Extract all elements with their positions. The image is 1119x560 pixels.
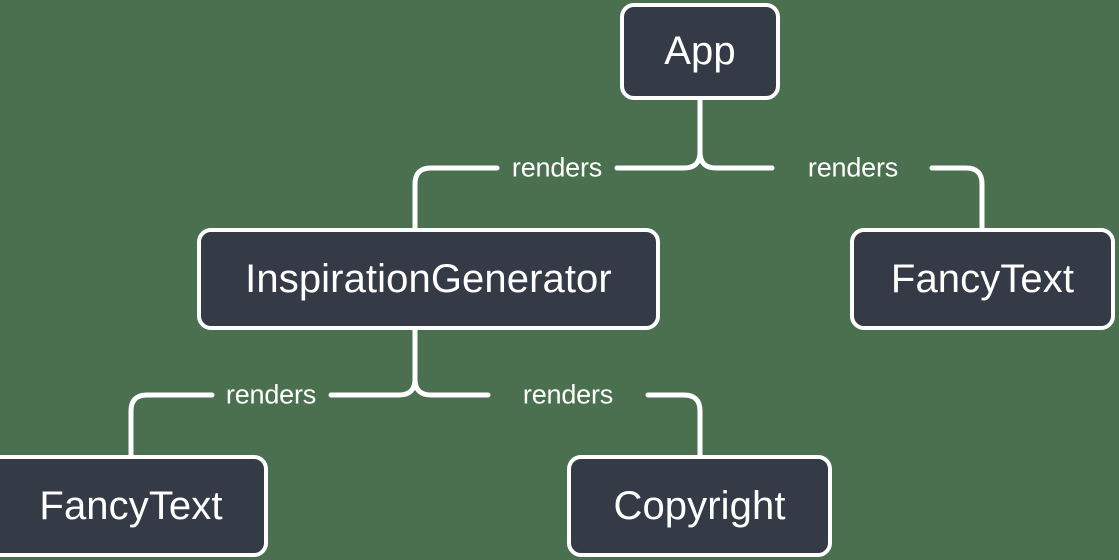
node-app[interactable]: App bbox=[620, 3, 780, 100]
edge-label-app-to-fancytext-right: renders bbox=[807, 152, 899, 183]
node-inspiration-generator-label: InspirationGenerator bbox=[245, 256, 612, 301]
edge-app-to-fancytext-right-run bbox=[929, 165, 985, 231]
edge-app-to-inspiration-generator-run bbox=[412, 165, 500, 231]
node-fancytext-right-label: FancyText bbox=[890, 256, 1075, 301]
edge-label-inspiration-generator-to-copyright: renders bbox=[522, 379, 614, 410]
edge-inspiration-generator-to-copyright bbox=[412, 376, 491, 398]
edge-inspiration-generator-to-fancytext-bottom bbox=[328, 376, 418, 398]
edge-inspiration-generator-to-fancytext-bottom-run bbox=[128, 392, 215, 458]
node-copyright-label: Copyright bbox=[613, 483, 786, 528]
edge-app-to-fancytext-right bbox=[697, 149, 775, 171]
edge-label-app-to-inspiration-generator: renders bbox=[511, 152, 603, 183]
edge-label-inspiration-generator-to-fancytext-bottom: renders bbox=[225, 379, 317, 410]
node-fancytext-bottom-label: FancyText bbox=[39, 483, 223, 528]
edge-inspiration-generator-to-copyright-run bbox=[645, 392, 703, 458]
node-fancytext-right[interactable]: FancyText bbox=[850, 228, 1115, 330]
node-inspiration-generator[interactable]: InspirationGenerator bbox=[197, 228, 660, 330]
node-fancytext-bottom[interactable]: FancyText bbox=[0, 455, 268, 557]
node-app-label: App bbox=[664, 29, 736, 73]
edge-app-to-inspiration-generator bbox=[614, 149, 703, 171]
node-copyright[interactable]: Copyright bbox=[567, 455, 832, 557]
